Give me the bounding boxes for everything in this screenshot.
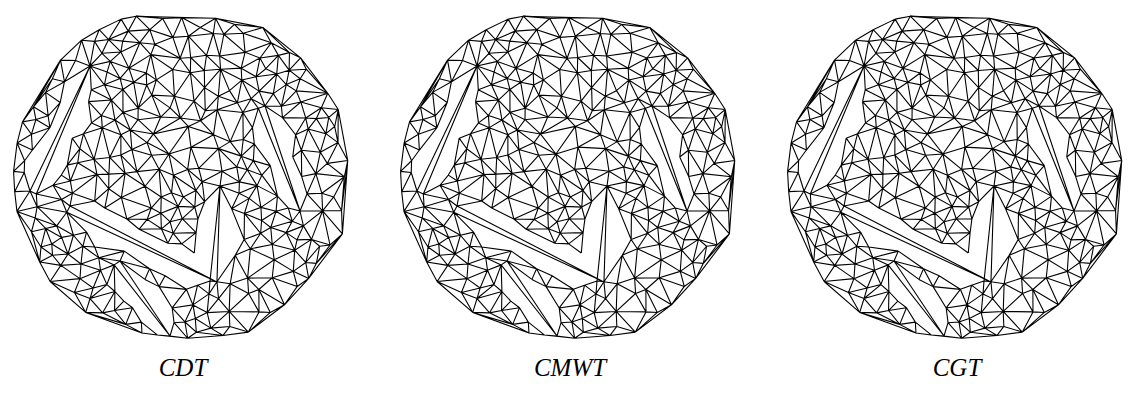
- figure-label: CGT: [933, 354, 982, 382]
- figure-label: CMWT: [534, 354, 606, 382]
- triangulation-edges: [401, 16, 735, 338]
- triangulation: [401, 16, 735, 338]
- triangulation-edges: [14, 16, 348, 338]
- triangulation: [788, 16, 1122, 338]
- triangulation: [14, 16, 348, 338]
- figure-label: CDT: [159, 354, 208, 382]
- triangulation-edges: [788, 16, 1122, 338]
